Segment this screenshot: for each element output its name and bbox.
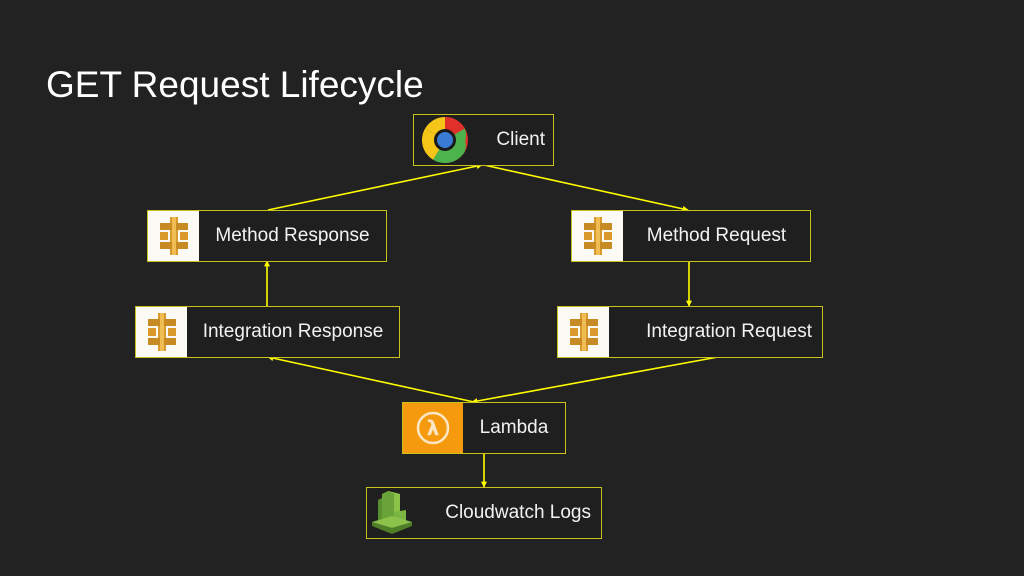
api-gateway-icon	[136, 307, 187, 357]
edge-client-to-method-request	[483, 164, 689, 212]
api-gateway-icon	[572, 211, 623, 261]
node-label: Integration Response	[202, 321, 384, 342]
edge-method-response-to-client	[267, 163, 483, 211]
chrome-icon	[414, 115, 476, 165]
node-method-response: Method Response	[147, 210, 387, 262]
node-label: Method Response	[215, 225, 370, 246]
node-cloudwatch: Cloudwatch Logs	[366, 487, 602, 539]
edge-lambda-to-integration-response	[267, 355, 475, 403]
node-integration-request: Integration Request	[557, 306, 823, 358]
node-label: Integration Request	[646, 321, 812, 342]
node-method-request: Method Request	[571, 210, 811, 262]
node-lambda: λ Lambda	[402, 402, 566, 454]
node-label: Method Request	[646, 225, 787, 246]
node-integration-response: Integration Response	[135, 306, 400, 358]
node-label: Cloudwatch Logs	[445, 502, 591, 523]
page-title: GET Request Lifecycle	[46, 64, 424, 105]
lambda-icon: λ	[403, 403, 463, 453]
node-client: Client	[413, 114, 554, 166]
edge-integration-request-to-lambda	[471, 356, 719, 404]
api-gateway-icon	[558, 307, 609, 357]
cloudwatch-icon	[367, 488, 417, 538]
api-gateway-icon	[148, 211, 199, 261]
node-label: Lambda	[479, 417, 549, 438]
svg-text:λ: λ	[427, 416, 440, 440]
node-label: Client	[496, 129, 545, 150]
